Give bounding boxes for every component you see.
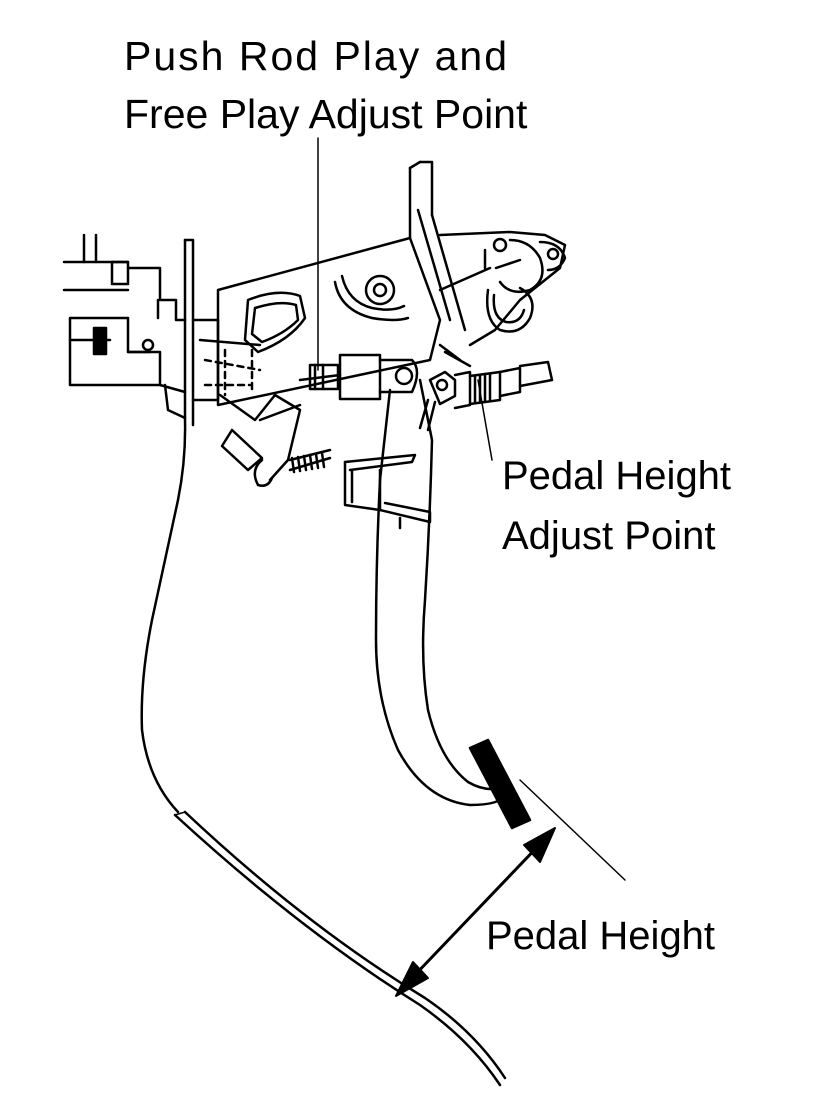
firewall-outline <box>140 238 507 1087</box>
pedal-pivot-arm <box>408 160 567 347</box>
pedal-height-adjust-label-line2: Adjust Point <box>502 514 716 558</box>
mounting-bracket <box>191 236 442 407</box>
pedal-stop-bracket <box>343 453 432 530</box>
booster-assembly <box>62 233 187 420</box>
leader-lines <box>174 137 626 881</box>
pedal-lever <box>374 378 507 807</box>
pedal-pad <box>468 738 532 830</box>
pedal-height-adjust-label-line1: Pedal Height <box>502 454 732 498</box>
pedal-height-arrow <box>395 827 556 997</box>
push-rod-clevis <box>298 353 419 401</box>
stop-light-switch <box>418 343 554 432</box>
push-rod-label-line2: Free Play Adjust Point <box>124 91 528 137</box>
pedal-height-label: Pedal Height <box>486 914 716 958</box>
return-spring <box>218 393 332 487</box>
push-rod-label-line1: Push Rod Play and <box>124 33 510 79</box>
